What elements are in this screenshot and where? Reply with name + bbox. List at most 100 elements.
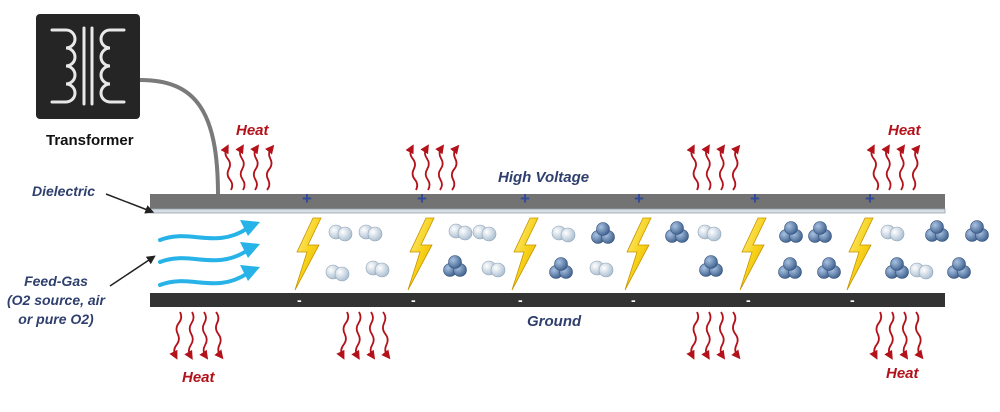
o2-molecule bbox=[481, 260, 506, 278]
discharge-spark bbox=[624, 217, 652, 291]
transformer-coil-icon bbox=[50, 26, 126, 106]
o2-molecule bbox=[365, 260, 390, 278]
heat-label-bottom-left: Heat bbox=[182, 369, 215, 386]
heat-arrow bbox=[686, 144, 700, 191]
feed-gas-line1: Feed-Gas bbox=[24, 273, 88, 289]
plus-sign: + bbox=[417, 189, 427, 208]
o3-molecule bbox=[778, 257, 802, 279]
heat-label-top-right: Heat bbox=[888, 122, 921, 139]
high-voltage-plate bbox=[150, 194, 945, 209]
gas-flow-arrows bbox=[158, 220, 260, 287]
discharge-sparks bbox=[294, 217, 874, 291]
transformer bbox=[36, 14, 140, 119]
heat-arrow bbox=[881, 144, 892, 191]
dielectric-label: Dielectric bbox=[32, 183, 96, 199]
heat-arrow bbox=[184, 311, 195, 360]
heat-arrows bbox=[169, 144, 924, 360]
high-voltage-label: High Voltage bbox=[498, 169, 590, 186]
o2-molecule bbox=[589, 260, 614, 278]
plus-sign: + bbox=[750, 189, 760, 208]
heat-arrow bbox=[731, 311, 741, 360]
minus-sign: - bbox=[411, 292, 416, 308]
heat-arrow bbox=[899, 311, 909, 360]
ground-label: Ground bbox=[527, 313, 582, 330]
o3-molecule bbox=[591, 222, 615, 244]
flow-arrow-head bbox=[240, 220, 260, 236]
heat-arrow bbox=[235, 144, 246, 191]
o2-molecule bbox=[472, 224, 497, 242]
heat-arrow bbox=[914, 311, 924, 360]
flow-arrow bbox=[158, 248, 250, 264]
plus-sign: + bbox=[865, 189, 875, 208]
heat-arrow bbox=[420, 144, 431, 191]
o3-molecule bbox=[885, 257, 909, 279]
ground-plate bbox=[150, 293, 945, 307]
heat-arrow bbox=[214, 311, 224, 360]
feed-gas-label: Feed-Gas (O2 source, air or pure O2) bbox=[2, 272, 110, 329]
discharge-spark bbox=[407, 217, 435, 291]
heat-arrow bbox=[381, 311, 391, 360]
plus-sign: + bbox=[520, 189, 530, 208]
flow-arrow bbox=[158, 226, 250, 242]
heat-arrow bbox=[866, 144, 880, 191]
o2-molecule bbox=[328, 224, 353, 242]
plus-sign: + bbox=[634, 189, 644, 208]
o3-molecule bbox=[443, 255, 467, 277]
heat-arrow bbox=[716, 144, 726, 191]
minus-sign: - bbox=[850, 292, 855, 308]
heat-arrow bbox=[405, 144, 419, 191]
feed-gas-pointer bbox=[109, 255, 156, 287]
heat-arrow bbox=[169, 311, 183, 360]
plus-sign: + bbox=[302, 189, 312, 208]
heat-label-top-left: Heat bbox=[236, 122, 269, 139]
feed-gas-line3: or pure O2) bbox=[18, 311, 94, 327]
dielectric-pointer bbox=[105, 193, 155, 214]
o2-molecule bbox=[325, 264, 350, 282]
o3-molecule bbox=[965, 220, 989, 242]
o3-molecule bbox=[925, 220, 949, 242]
heat-arrow bbox=[351, 311, 362, 360]
o3-molecule bbox=[665, 221, 689, 243]
heat-arrow bbox=[686, 311, 700, 360]
heat-arrow bbox=[884, 311, 895, 360]
heat-arrow bbox=[731, 144, 741, 191]
heat-arrow bbox=[435, 144, 445, 191]
heat-arrow bbox=[896, 144, 906, 191]
dielectric-layer bbox=[149, 208, 946, 214]
o2-molecule bbox=[551, 225, 576, 243]
discharge-spark bbox=[846, 217, 874, 291]
heat-arrow bbox=[366, 311, 376, 360]
feed-gas-line2: (O2 source, air bbox=[6, 292, 106, 308]
heat-arrow bbox=[716, 311, 726, 360]
discharge-spark bbox=[739, 217, 767, 291]
transformer-label: Transformer bbox=[46, 132, 134, 149]
o2-molecule bbox=[358, 224, 383, 242]
heat-arrow bbox=[450, 144, 460, 191]
o3-molecule bbox=[817, 257, 841, 279]
minus-sign: - bbox=[518, 292, 523, 308]
flow-arrow-head bbox=[240, 242, 260, 258]
heat-arrow bbox=[701, 311, 712, 360]
minus-sign: - bbox=[746, 292, 751, 308]
heat-arrow bbox=[199, 311, 209, 360]
heat-arrow bbox=[250, 144, 260, 191]
minus-sign: - bbox=[631, 292, 636, 308]
heat-arrow bbox=[911, 144, 921, 191]
heat-arrow bbox=[265, 144, 275, 191]
transformer-cable bbox=[139, 78, 220, 196]
molecules bbox=[325, 220, 989, 282]
discharge-spark bbox=[294, 217, 322, 291]
heat-arrow bbox=[869, 311, 883, 360]
o3-molecule bbox=[947, 257, 971, 279]
heat-arrow bbox=[336, 311, 350, 360]
o2-molecule bbox=[697, 224, 722, 242]
flow-arrow bbox=[158, 271, 250, 287]
flow-arrow-head bbox=[240, 265, 260, 281]
o3-molecule bbox=[699, 255, 723, 277]
heat-label-bottom-right: Heat bbox=[886, 365, 919, 382]
discharge-spark bbox=[511, 217, 539, 291]
minus-sign: - bbox=[297, 292, 302, 308]
heat-arrow bbox=[701, 144, 712, 191]
